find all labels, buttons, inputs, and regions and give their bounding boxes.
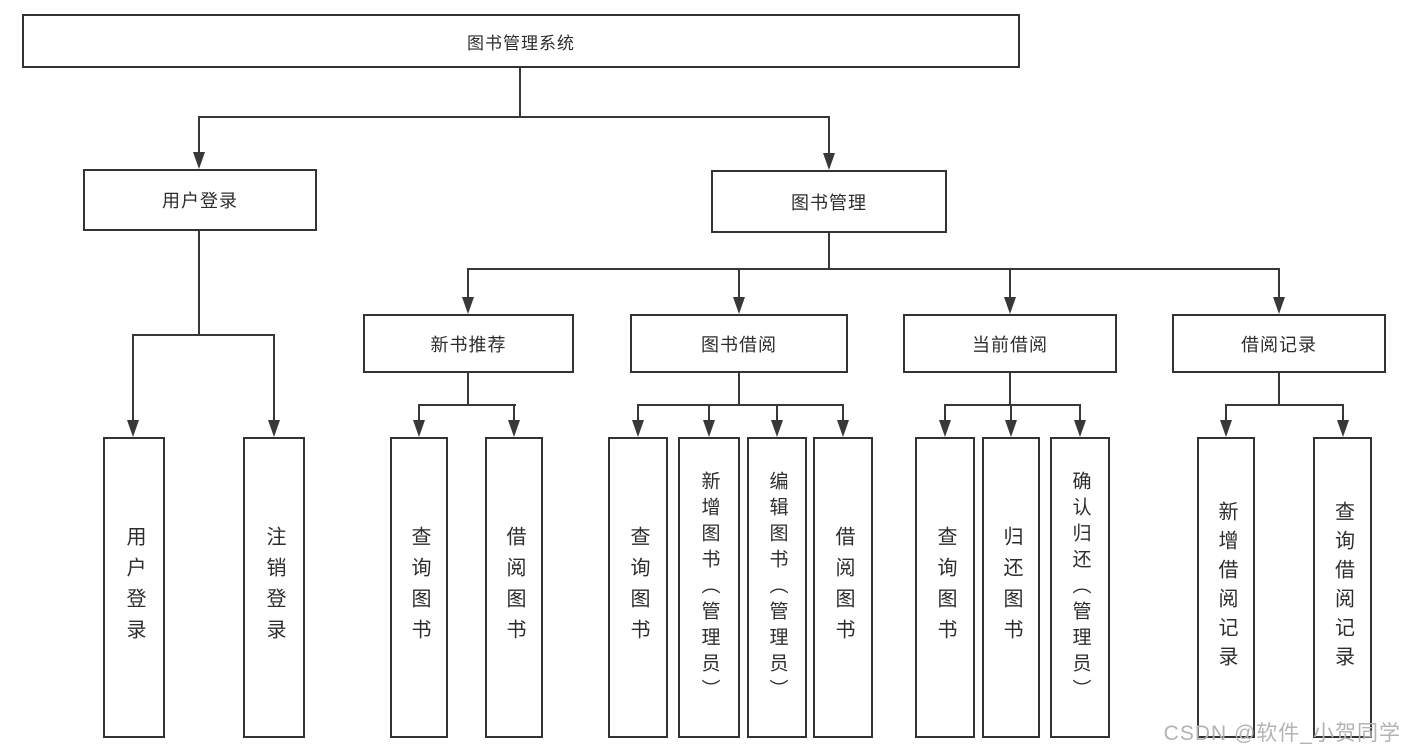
leaf-label: 新增借阅记录	[1215, 500, 1237, 675]
node-label: 图书管理系统	[467, 33, 575, 53]
node-library-system: 图书管理系统	[22, 14, 1020, 68]
arrow-down-icon	[703, 420, 715, 437]
connector-line	[1009, 268, 1011, 299]
leaf-label: 归还图书	[1000, 525, 1022, 650]
leaf-label: 注销登录	[263, 525, 285, 650]
connector-line	[944, 404, 1081, 406]
arrow-down-icon	[1074, 420, 1086, 437]
leaf-label: 确认归还（管理员）	[1069, 470, 1091, 705]
leaf-query-borrow-record: 查询借阅记录	[1313, 437, 1372, 738]
connector-line	[198, 116, 200, 153]
leaf-return-books: 归还图书	[982, 437, 1040, 738]
connector-line	[418, 404, 516, 406]
leaf-label: 查询图书	[627, 525, 649, 650]
connector-line	[1079, 404, 1081, 422]
arrow-down-icon	[127, 420, 139, 437]
node-book-borrowing: 图书借阅	[630, 314, 848, 373]
leaf-user-login: 用户登录	[103, 437, 165, 738]
connector-line	[944, 404, 946, 422]
arrow-down-icon	[771, 420, 783, 437]
leaf-borrow-books: 借阅图书	[485, 437, 543, 738]
connector-line	[198, 116, 830, 118]
node-current-borrowing: 当前借阅	[903, 314, 1117, 373]
connector-line	[132, 334, 275, 336]
connector-line	[637, 404, 844, 406]
node-label: 图书管理	[791, 192, 867, 213]
leaf-add-books-admin: 新增图书（管理员）	[678, 437, 740, 738]
leaf-label: 借阅图书	[832, 525, 854, 650]
connector-line	[418, 404, 420, 422]
connector-line	[467, 268, 1280, 270]
leaf-label: 用户登录	[123, 525, 145, 650]
node-label: 新书推荐	[430, 334, 507, 355]
node-label: 图书借阅	[701, 334, 777, 355]
leaf-logout: 注销登录	[243, 437, 305, 738]
leaf-add-borrow-record: 新增借阅记录	[1197, 437, 1255, 738]
arrow-down-icon	[733, 297, 745, 314]
leaf-query-books: 查询图书	[608, 437, 668, 738]
arrow-down-icon	[193, 152, 205, 169]
node-user-login: 用户登录	[83, 169, 317, 231]
leaf-label: 查询图书	[408, 525, 430, 650]
connector-line	[467, 268, 469, 299]
connector-line	[1278, 373, 1280, 406]
arrow-down-icon	[939, 420, 951, 437]
leaf-confirm-return-admin: 确认归还（管理员）	[1050, 437, 1110, 738]
node-new-book-recommend: 新书推荐	[363, 314, 574, 373]
connector-line	[1225, 404, 1227, 422]
connector-line	[513, 404, 515, 422]
connector-line	[1278, 268, 1280, 299]
arrow-down-icon	[632, 420, 644, 437]
connector-line	[828, 233, 830, 270]
arrow-down-icon	[1273, 297, 1285, 314]
connector-line	[519, 68, 521, 118]
watermark: CSDN @软件_小贺同学	[1163, 722, 1401, 745]
arrow-down-icon	[1337, 420, 1349, 437]
connector-line	[828, 116, 830, 154]
leaf-edit-books-admin: 编辑图书（管理员）	[747, 437, 807, 738]
connector-line	[1342, 404, 1344, 422]
connector-line	[1010, 404, 1012, 422]
leaf-borrow-books: 借阅图书	[813, 437, 873, 738]
leaf-query-books: 查询图书	[915, 437, 975, 738]
connector-line	[1225, 404, 1344, 406]
node-book-management: 图书管理	[711, 170, 947, 233]
leaf-query-books: 查询图书	[390, 437, 448, 738]
connector-line	[198, 231, 200, 336]
arrow-down-icon	[462, 297, 474, 314]
leaf-label: 查询图书	[934, 525, 956, 650]
leaf-label: 查询借阅记录	[1331, 500, 1354, 675]
arrow-down-icon	[508, 420, 520, 437]
arrow-down-icon	[1005, 420, 1017, 437]
arrow-down-icon	[1220, 420, 1232, 437]
connector-line	[467, 373, 469, 406]
leaf-label: 借阅图书	[503, 525, 525, 650]
connector-line	[842, 404, 844, 422]
connector-line	[708, 404, 710, 422]
arrow-down-icon	[268, 420, 280, 437]
arrow-down-icon	[837, 420, 849, 437]
arrow-down-icon	[1004, 297, 1016, 314]
connector-line	[637, 404, 639, 422]
node-label: 当前借阅	[972, 334, 1048, 355]
leaf-label: 编辑图书（管理员）	[766, 470, 788, 705]
node-label: 借阅记录	[1241, 334, 1317, 355]
leaf-label: 新增图书（管理员）	[698, 470, 720, 705]
arrow-down-icon	[413, 420, 425, 437]
connector-line	[1009, 373, 1011, 406]
connector-line	[776, 404, 778, 422]
arrow-down-icon	[823, 153, 835, 170]
connector-line	[738, 373, 740, 406]
connector-line	[738, 268, 740, 299]
node-label: 用户登录	[162, 191, 238, 211]
connector-line	[273, 334, 275, 422]
node-borrow-records: 借阅记录	[1172, 314, 1386, 373]
connector-line	[132, 334, 134, 422]
